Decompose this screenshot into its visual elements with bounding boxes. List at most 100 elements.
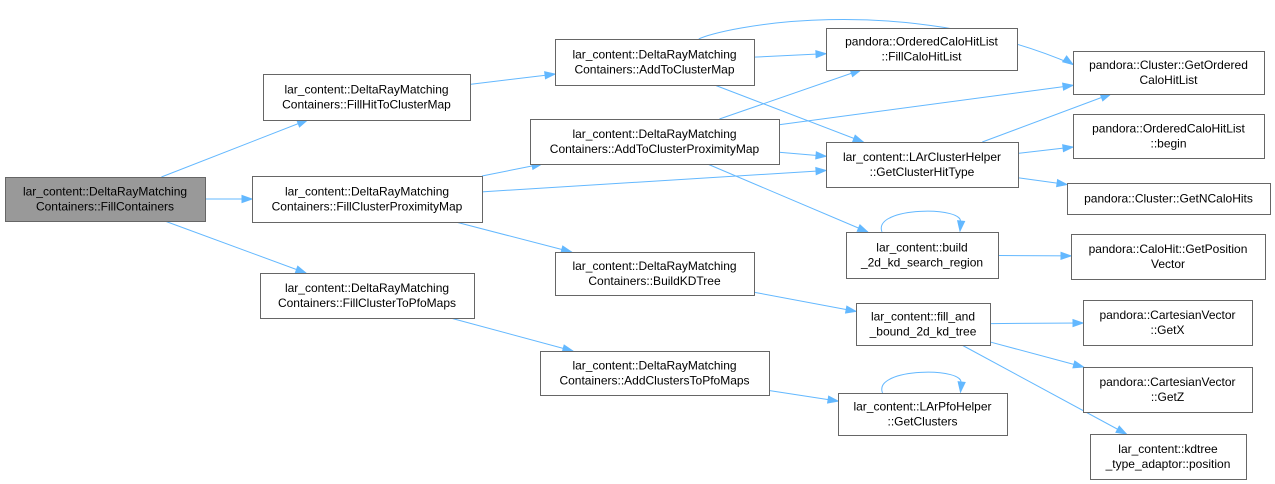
edge-getclusters-to-getclusters bbox=[881, 371, 966, 394]
node-clhittype[interactable]: lar_content::LArClusterHelper::GetCluste… bbox=[826, 142, 1019, 188]
node-label: ::GetClusterHitType bbox=[870, 165, 975, 179]
node-label: pandora::Cluster::GetOrdered bbox=[1089, 58, 1248, 72]
node-box bbox=[260, 273, 475, 319]
edge-line bbox=[455, 221, 572, 253]
arrowhead-icon bbox=[1062, 144, 1075, 153]
node-label: lar_content::DeltaRayMatching bbox=[572, 359, 736, 373]
node-label: _bound_2d_kd_tree bbox=[869, 325, 977, 339]
node-box bbox=[1083, 367, 1253, 413]
nodes-layer: lar_content::DeltaRayMatchingContainers:… bbox=[5, 28, 1271, 480]
node-box bbox=[1067, 183, 1271, 215]
node-label: Containers::FillClusterProximityMap bbox=[272, 200, 463, 214]
arrowhead-icon bbox=[561, 344, 575, 353]
node-label: lar_content::DeltaRayMatching bbox=[285, 281, 449, 295]
edge-fillbound-to-kdtree bbox=[961, 344, 1128, 435]
node-label: Containers::BuildKDTree bbox=[588, 274, 721, 288]
node-box bbox=[555, 39, 755, 86]
node-build2d[interactable]: lar_content::build_2d_kd_search_region bbox=[846, 232, 999, 279]
arrowhead-icon bbox=[1060, 251, 1073, 261]
node-box bbox=[1090, 434, 1247, 480]
node-kdtree[interactable]: lar_content::kdtree_type_adaptor::positi… bbox=[1090, 434, 1247, 480]
arrowhead-icon bbox=[851, 134, 865, 143]
node-box bbox=[838, 393, 1008, 436]
node-fillhit[interactable]: lar_content::DeltaRayMatchingContainers:… bbox=[263, 74, 471, 121]
node-box bbox=[846, 232, 999, 279]
arrowhead-icon bbox=[815, 151, 828, 160]
node-label: lar_content::DeltaRayMatching bbox=[572, 127, 736, 141]
node-buildkd[interactable]: lar_content::DeltaRayMatchingContainers:… bbox=[555, 252, 755, 296]
node-getx[interactable]: pandora::CartesianVector::GetX bbox=[1083, 300, 1253, 346]
edge-addtoprox-to-getordered bbox=[778, 82, 1075, 126]
node-label: ::GetZ bbox=[1151, 390, 1184, 404]
node-fillpfo[interactable]: lar_content::DeltaRayMatchingContainers:… bbox=[260, 273, 475, 319]
edge-line bbox=[982, 93, 1112, 143]
node-begin[interactable]: pandora::OrderedCaloHitList::begin bbox=[1073, 114, 1265, 159]
node-addtocm[interactable]: lar_content::DeltaRayMatchingContainers:… bbox=[555, 39, 755, 86]
edge-addtocm-to-fillcalo bbox=[753, 49, 828, 59]
edge-addtocm-to-clhittype bbox=[714, 84, 865, 143]
node-box bbox=[252, 176, 483, 223]
edges-layer bbox=[161, 19, 1128, 435]
node-label: lar_content::DeltaRayMatching bbox=[572, 259, 736, 273]
node-label: ::GetX bbox=[1150, 323, 1184, 337]
node-box bbox=[856, 303, 991, 346]
node-fillcalo[interactable]: pandora::OrderedCaloHitList::FillCaloHit… bbox=[826, 28, 1018, 71]
node-label: ::FillCaloHitList bbox=[881, 50, 962, 64]
node-box bbox=[826, 142, 1019, 188]
arrowhead-icon bbox=[1115, 425, 1128, 435]
edge-addpfo-to-getclusters bbox=[768, 390, 840, 404]
node-box bbox=[1073, 114, 1265, 159]
node-label: CaloHitList bbox=[1139, 73, 1198, 87]
node-fillbound[interactable]: lar_content::fill_and_bound_2d_kd_tree bbox=[856, 303, 991, 346]
edge-line bbox=[161, 119, 308, 178]
edge-buildkd-to-fillbound bbox=[753, 291, 858, 314]
arrowhead-icon bbox=[241, 194, 254, 204]
node-label: lar_content::kdtree bbox=[1118, 442, 1218, 456]
node-label: Containers::FillHitToClusterMap bbox=[282, 98, 451, 112]
edge-fillbound-to-getx bbox=[989, 318, 1085, 328]
node-label: pandora::OrderedCaloHitList bbox=[1092, 122, 1245, 136]
node-label: _2d_kd_search_region bbox=[860, 256, 983, 270]
edge-fillcontainers-to-fillhit bbox=[161, 119, 309, 178]
node-getncalo[interactable]: pandora::Cluster::GetNCaloHits bbox=[1067, 183, 1271, 215]
node-addtoprox[interactable]: lar_content::DeltaRayMatchingContainers:… bbox=[530, 119, 780, 165]
node-label: lar_content::DeltaRayMatching bbox=[285, 185, 449, 199]
edge-line bbox=[164, 220, 307, 274]
edge-line bbox=[753, 53, 827, 58]
edge-line bbox=[469, 73, 556, 85]
arrowhead-icon bbox=[1099, 93, 1113, 102]
node-box bbox=[1073, 51, 1265, 95]
node-label: ::GetClusters bbox=[887, 415, 957, 429]
node-box bbox=[540, 351, 770, 396]
node-box bbox=[1083, 300, 1253, 346]
edge-line bbox=[719, 69, 862, 120]
node-label: lar_content::LArPfoHelper bbox=[853, 400, 991, 414]
edge-build2d-to-getpos bbox=[997, 251, 1073, 261]
node-label: lar_content::DeltaRayMatching bbox=[284, 83, 448, 97]
node-getz[interactable]: pandora::CartesianVector::GetZ bbox=[1083, 367, 1253, 413]
node-box bbox=[530, 119, 780, 165]
edge-line bbox=[768, 390, 839, 402]
node-label: Containers::AddClustersToPfoMaps bbox=[559, 374, 749, 388]
node-fillcontainers[interactable]: lar_content::DeltaRayMatchingContainers:… bbox=[5, 177, 206, 222]
node-getclusters[interactable]: lar_content::LArPfoHelper::GetClusters bbox=[838, 393, 1008, 436]
edge-line bbox=[881, 210, 961, 233]
arrowhead-icon bbox=[294, 265, 308, 274]
edge-fillhit-to-addtocm bbox=[469, 71, 557, 85]
arrowhead-icon bbox=[856, 224, 870, 233]
node-label: _type_adaptor::position bbox=[1105, 457, 1231, 471]
node-addpfo[interactable]: lar_content::DeltaRayMatchingContainers:… bbox=[540, 351, 770, 396]
edge-fillbound-to-getz bbox=[989, 341, 1085, 369]
node-box bbox=[263, 74, 471, 121]
edge-fillpfo-to-addpfo bbox=[450, 317, 575, 353]
node-fillprox[interactable]: lar_content::DeltaRayMatchingContainers:… bbox=[252, 176, 483, 223]
node-label: lar_content::fill_and bbox=[871, 310, 975, 324]
edge-line bbox=[989, 341, 1084, 368]
arrowhead-icon bbox=[544, 71, 557, 80]
node-label: ::begin bbox=[1150, 137, 1186, 151]
arrowhead-icon bbox=[1072, 360, 1085, 369]
node-label: lar_content::LArClusterHelper bbox=[843, 150, 1001, 164]
